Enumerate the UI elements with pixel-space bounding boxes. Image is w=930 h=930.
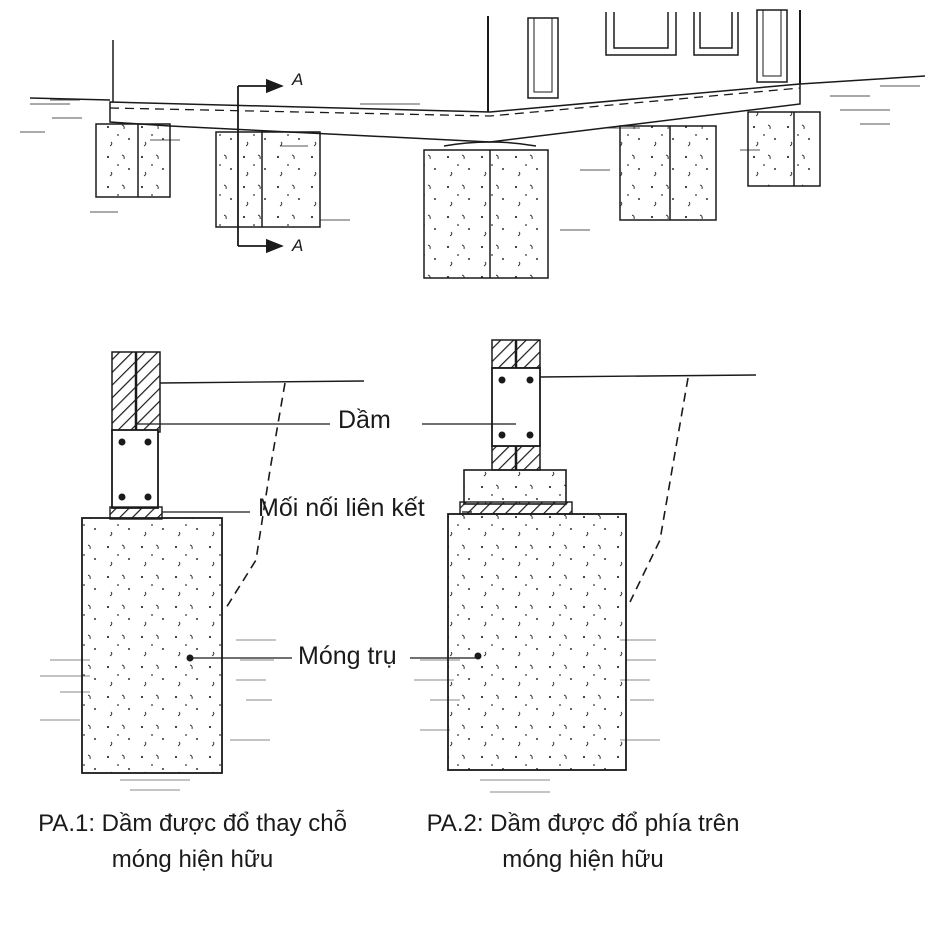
section-cut-line: [237, 78, 284, 254]
grade-beam: [109, 83, 801, 143]
option2-caption: PA.2: Dầm được đổ phía trên móng hiện hữ…: [392, 806, 774, 878]
option1-caption-line2: móng hiện hữu: [111, 846, 274, 873]
option2-caption-line2: móng hiện hữu: [502, 846, 664, 873]
leader-lines: [136, 423, 516, 659]
option2-caption-line1: PA.2: Dầm được đổ phía trên: [426, 810, 740, 837]
option1-section: [40, 351, 365, 791]
option2-section: [414, 339, 757, 793]
pier-footing-blocks: [95, 111, 821, 279]
joint-label: Mối nối liên kết: [258, 494, 425, 522]
option1-caption-line1: PA.1: Dầm được đổ thay chỗ: [38, 810, 347, 837]
section-mark-bottom: A: [292, 236, 304, 255]
option1-caption: PA.1: Dầm được đổ thay chỗ móng hiện hữu: [5, 806, 380, 878]
beam-label: Dầm: [338, 406, 391, 434]
perspective-view: [20, 9, 926, 279]
pier-footing-label: Móng trụ: [298, 642, 397, 670]
section-mark-top: A: [292, 70, 304, 89]
